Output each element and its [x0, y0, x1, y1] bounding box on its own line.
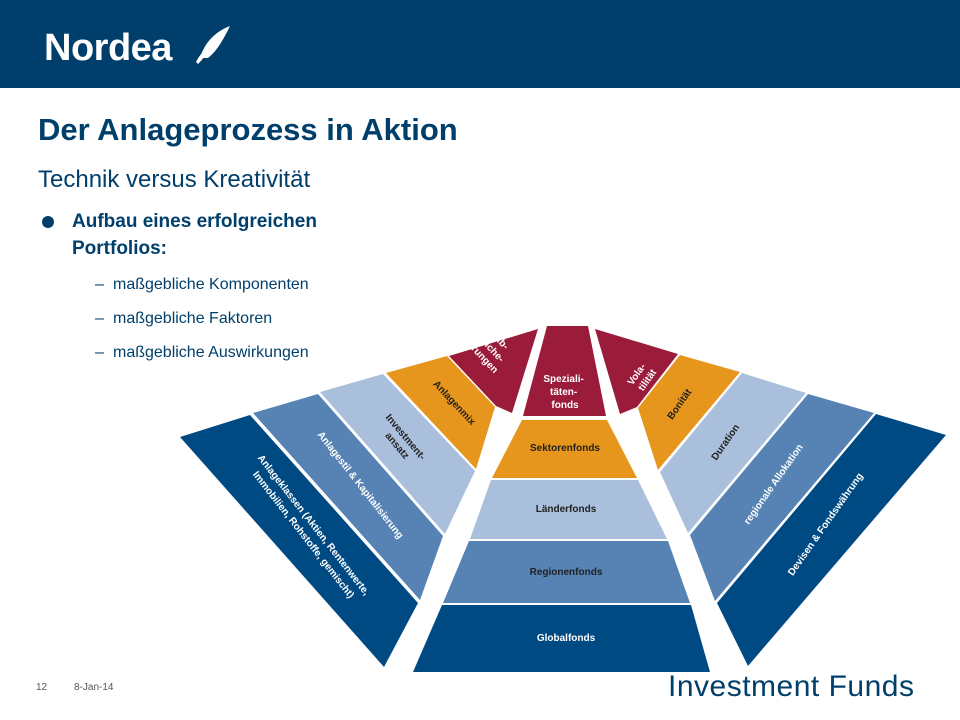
- pyramid-level-global: [413, 605, 710, 672]
- sub-item: –maßgebliche Faktoren: [95, 310, 273, 327]
- pyramid-level-special: [523, 326, 606, 416]
- bullet-icon: [42, 216, 54, 228]
- right-band-regional: [690, 394, 874, 601]
- right-band-duration: [660, 373, 806, 533]
- page-subtitle: Technik versus Kreativität: [38, 166, 311, 193]
- right-fan: Vola- tilität Bonität Duration regionale…: [595, 329, 946, 666]
- pyramid-global-label: Globalfonds: [537, 633, 596, 644]
- header-bar: Nordea: [0, 0, 960, 88]
- pyramid-region-label: Regionenfonds: [530, 567, 603, 578]
- page-title: Der Anlageprozess in Aktion: [38, 112, 458, 147]
- left-band-hedging: [449, 329, 538, 413]
- right-band-currency: [717, 414, 946, 666]
- page-number: 12: [36, 682, 48, 693]
- left-band-approach: [320, 374, 475, 534]
- sub-item-text: maßgebliche Faktoren: [113, 310, 273, 327]
- sub-item-text: maßgebliche Auswirkungen: [113, 344, 309, 361]
- pyramid-country-label: Länderfonds: [536, 504, 597, 515]
- sub-item: –maßgebliche Auswirkungen: [95, 344, 309, 361]
- left-band-asset-classes: [180, 415, 418, 667]
- pyramid-level-sector: [492, 420, 637, 478]
- bullet-text: Aufbau eines erfolgreichen Portfolios:: [72, 211, 317, 259]
- left-fan: Ab- siche- rungen Anlagenmix Investment-…: [180, 329, 538, 667]
- pyramid: Speziali- täten- fonds Sektorenfonds Län…: [413, 326, 710, 672]
- footer-date: 8-Jan-14: [74, 682, 114, 693]
- pyramid-sector-label: Sektorenfonds: [530, 443, 600, 454]
- sub-item-text: maßgebliche Komponenten: [113, 276, 309, 293]
- right-band-credit: [638, 355, 740, 470]
- nordea-logo: Nordea: [44, 26, 244, 70]
- pyramid-level-country: [470, 480, 667, 539]
- logo-text: Nordea: [44, 27, 172, 69]
- footer-brand: Investment Funds: [668, 670, 915, 703]
- left-band-style: [253, 394, 443, 600]
- pyramid-special-label: Speziali- täten- fonds: [543, 374, 586, 411]
- left-band-asset-mix: [386, 356, 495, 469]
- pyramid-level-region: [443, 541, 690, 603]
- right-band-volatility: [595, 329, 678, 414]
- sail-icon: [196, 26, 230, 64]
- sub-item: –maßgebliche Komponenten: [95, 276, 309, 293]
